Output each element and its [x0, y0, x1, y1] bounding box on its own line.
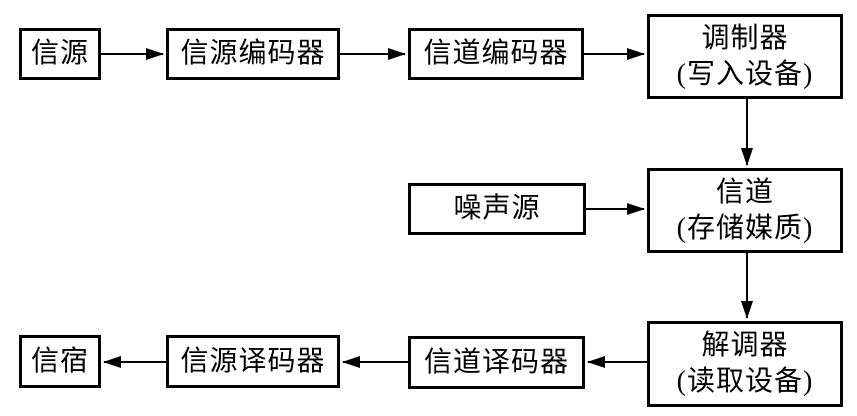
node-noise-source: 噪声源 [408, 183, 586, 235]
node-source-label: 信源 [30, 38, 89, 69]
node-source-encoder: 信源编码器 [166, 28, 340, 80]
node-channel-encoder: 信道编码器 [408, 28, 584, 80]
node-source-decoder-label: 信源译码器 [180, 345, 326, 377]
node-channel-decoder: 信道译码器 [408, 336, 585, 389]
node-demodulator-label: 解调器 [701, 330, 789, 361]
node-modulator: 调制器 (写入设备) [647, 14, 843, 99]
node-noise-source-label: 噪声源 [453, 193, 541, 224]
node-channel-encoder-label: 信道编码器 [423, 38, 569, 69]
node-source-decoder: 信源译码器 [166, 335, 340, 388]
node-channel-label: (存储媒质) [676, 212, 814, 244]
node-modulator-label: (写入设备) [676, 58, 814, 90]
node-demodulator-label: (读取设备) [676, 366, 814, 397]
node-sink: 信宿 [19, 335, 101, 388]
node-channel-label: 信道 [715, 176, 774, 208]
node-sink-label: 信宿 [30, 345, 89, 377]
node-source: 信源 [19, 28, 101, 80]
node-source-encoder-label: 信源编码器 [180, 38, 326, 69]
node-demodulator: 解调器 (读取设备) [647, 321, 843, 407]
node-channel-decoder-label: 信道译码器 [423, 346, 569, 378]
node-channel: 信道 (存储媒质) [647, 168, 843, 253]
node-modulator-label: 调制器 [701, 22, 789, 54]
